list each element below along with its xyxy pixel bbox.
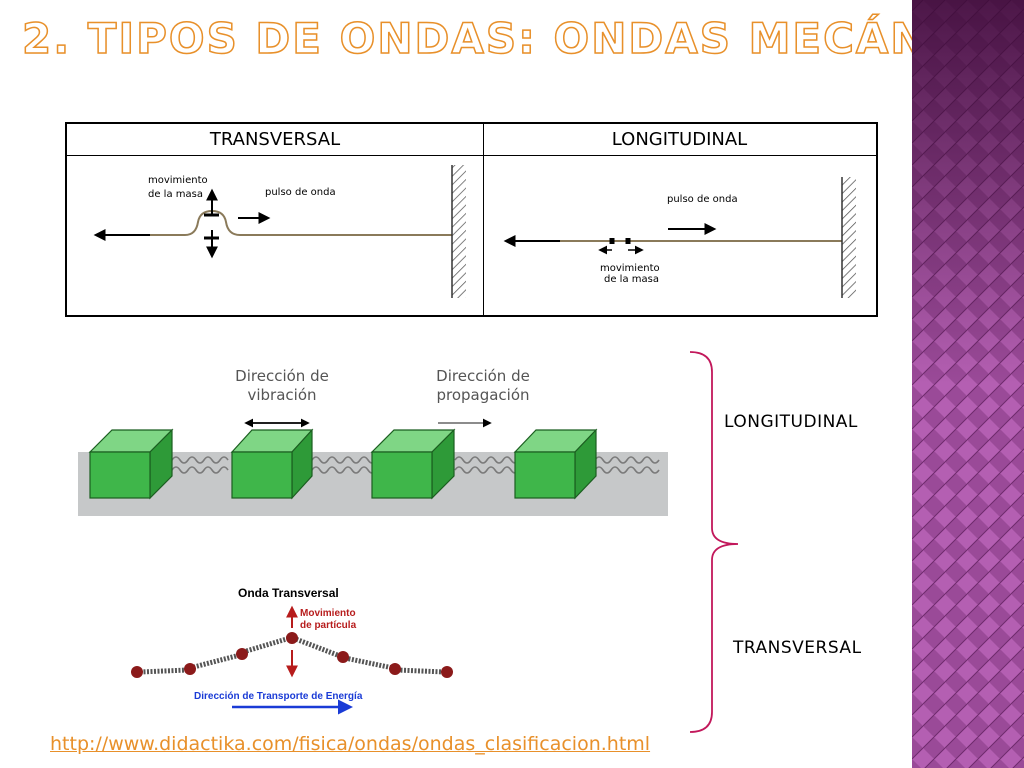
long-mass-label-1: movimiento <box>600 263 660 274</box>
transverse-diagram-title: Onda Transversal <box>238 586 339 600</box>
spring-blocks-diagram <box>78 418 668 516</box>
trans-pulse-label: pulso de onda <box>265 187 336 198</box>
sidebar-pattern <box>912 0 1024 768</box>
source-link[interactable]: http://www.didactika.com/fisica/ondas/on… <box>50 733 651 755</box>
brace-label-longitudinal: LONGITUDINAL <box>724 412 858 432</box>
header-longitudinal: LONGITUDINAL <box>483 124 876 156</box>
energy-label: Dirección de Transporte de Energía <box>194 691 363 702</box>
trans-mass-label-2: de la masa <box>148 189 203 200</box>
long-mass-label-2: de la masa <box>604 274 659 285</box>
propagation-label-2: propagación <box>436 386 530 404</box>
trans-mass-label-1: movimiento <box>148 175 208 186</box>
vibration-label-1: Dirección de <box>235 367 329 385</box>
propagation-label-1: Dirección de <box>436 367 530 385</box>
brace-label-transversal: TRANSVERSAL <box>733 638 862 658</box>
transverse-wave-diagram <box>131 605 453 715</box>
longitudinal-pulse-diagram <box>503 177 856 298</box>
header-transversal: TRANSVERSAL <box>67 124 484 156</box>
vibration-label-2: vibración <box>247 386 317 404</box>
transversal-pulse-diagram <box>93 165 466 298</box>
grouping-brace <box>689 351 739 733</box>
particle-label-2: de partícula <box>300 620 357 631</box>
slide-title: 2. TIPOS DE ONDAS: ONDAS MECÁNICAS <box>21 13 1024 64</box>
long-pulse-label: pulso de onda <box>667 194 738 205</box>
wave-comparison-table: TRANSVERSAL LONGITUDINAL <box>65 122 878 317</box>
particle-label-1: Movimiento <box>300 608 356 619</box>
